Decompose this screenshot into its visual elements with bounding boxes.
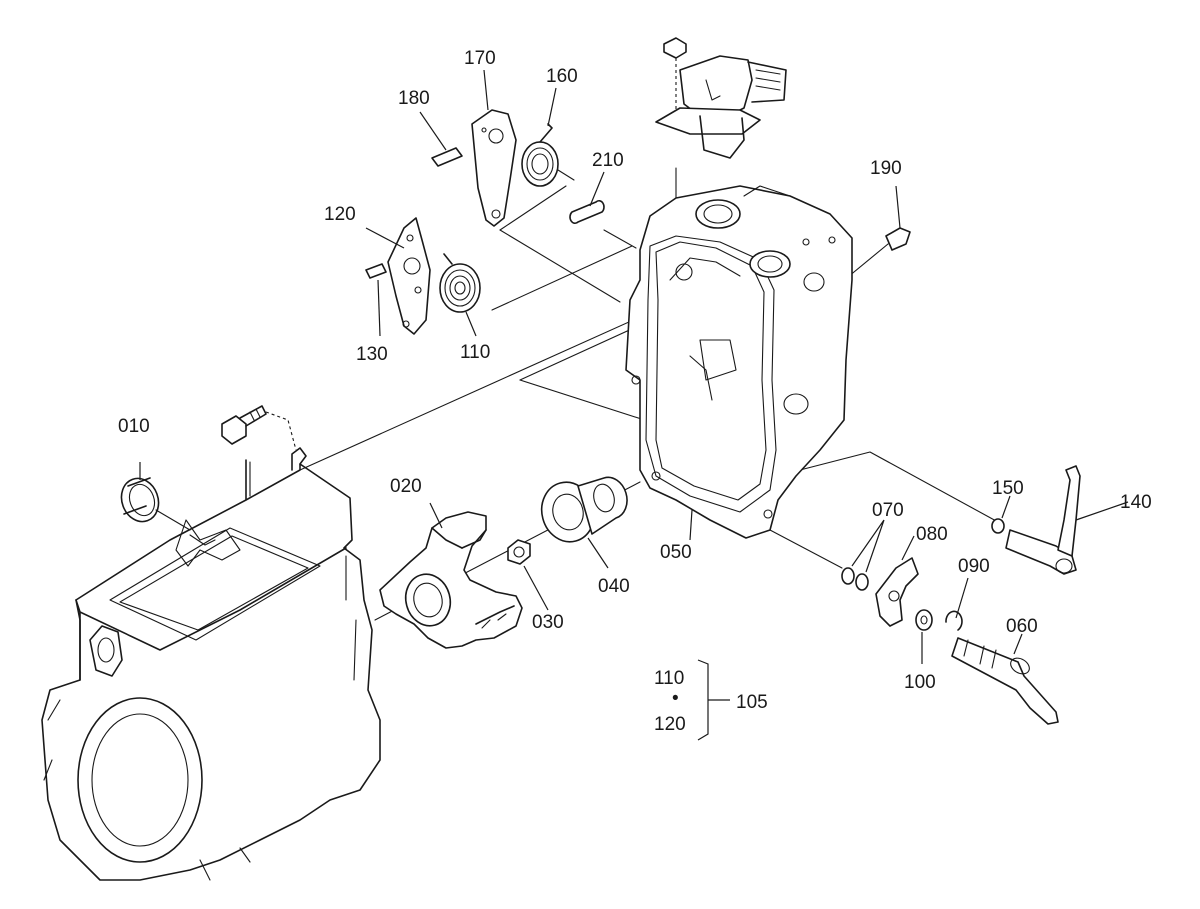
part-180-pin — [419, 111, 463, 167]
label-060: 060 — [1006, 616, 1038, 637]
label-210: 210 — [592, 150, 624, 171]
part-050-gear-case — [625, 185, 853, 541]
part-070-orings — [841, 519, 885, 591]
label-020: 020 — [390, 476, 422, 497]
part-020-holder — [379, 502, 523, 649]
part-150-oring — [991, 495, 1011, 534]
part-060-shaft — [951, 633, 1059, 725]
part-210-pin — [569, 171, 605, 225]
label-160: 160 — [546, 66, 578, 87]
label-110-group: 110 — [654, 668, 684, 689]
label-140: 140 — [1120, 492, 1152, 513]
label-180: 180 — [398, 88, 430, 109]
label-010: 010 — [118, 416, 150, 437]
part-120-plate — [365, 217, 431, 335]
engine-block — [41, 447, 381, 881]
part-170-plate — [471, 69, 517, 227]
label-150: 150 — [992, 478, 1024, 499]
part-140-lever — [1005, 465, 1129, 575]
label-050: 050 — [660, 542, 692, 563]
label-030: 030 — [532, 612, 564, 633]
label-110: 110 — [460, 342, 490, 363]
group-105-bracket — [697, 659, 730, 741]
label-070: 070 — [872, 500, 904, 521]
label-040: 040 — [598, 576, 630, 597]
label-080: 080 — [916, 524, 948, 545]
bolt-block — [221, 405, 297, 451]
callout-labels: 010 020 030 040 050 060 070 080 090 100 … — [118, 48, 1152, 735]
part-110-spring — [439, 253, 481, 337]
part-040-sleeve — [540, 476, 628, 569]
part-130-pin — [365, 263, 387, 337]
part-190-plug — [885, 185, 911, 251]
label-120: 120 — [324, 204, 356, 225]
group-bullet: • — [672, 688, 679, 709]
label-190: 190 — [870, 158, 902, 179]
part-010-seal — [120, 462, 191, 531]
label-105: 105 — [736, 692, 768, 713]
part-030-nut — [507, 539, 549, 611]
top-actuator — [655, 37, 787, 159]
part-100-washer — [915, 609, 933, 664]
part-090-clip — [945, 577, 969, 631]
part-160-spring — [521, 87, 575, 187]
label-090: 090 — [958, 556, 990, 577]
label-120-group: 120 — [654, 714, 686, 735]
label-170: 170 — [464, 48, 496, 69]
label-130: 130 — [356, 344, 388, 365]
part-080-lever — [875, 535, 919, 627]
label-100: 100 — [904, 672, 936, 693]
